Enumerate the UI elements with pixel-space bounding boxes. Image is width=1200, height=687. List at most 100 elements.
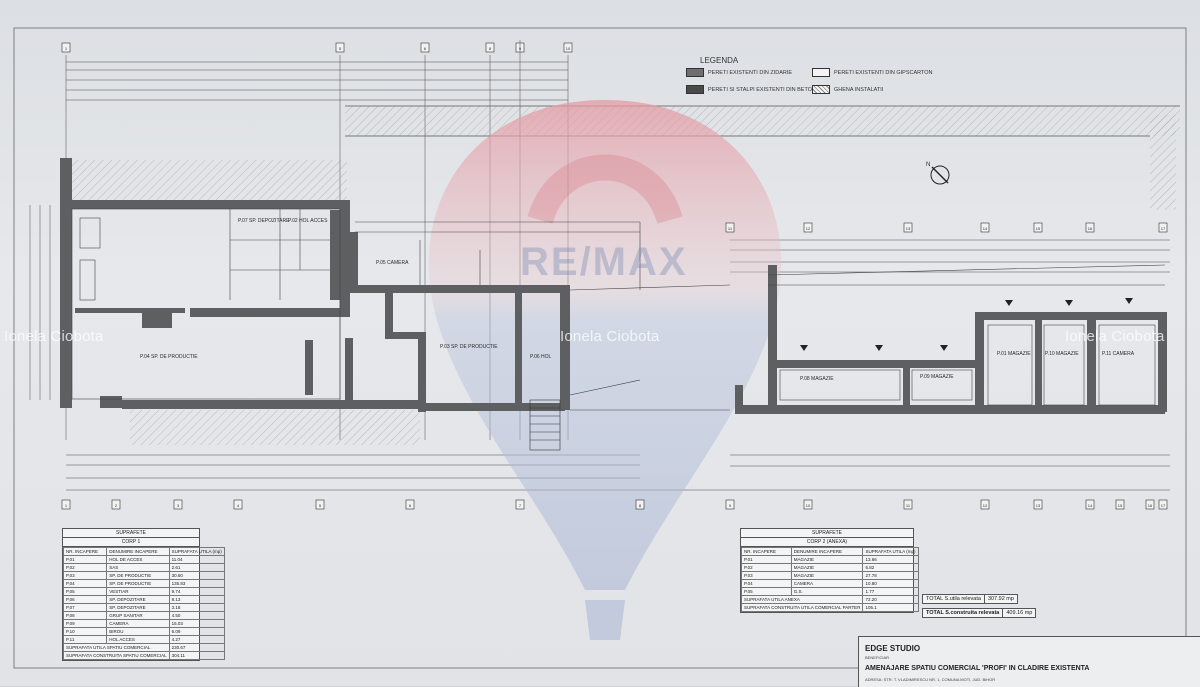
table-cell: MAGAZIE: [790, 571, 864, 580]
legend-item-zidarie: PERETI EXISTENTI DIN ZIDARIE: [686, 68, 792, 77]
axis-bubble: 5: [335, 42, 345, 53]
table-cell: 4.27: [168, 635, 225, 644]
axis-label: 4: [237, 503, 240, 508]
axis-bubble: 13: [1033, 499, 1043, 510]
table-cell: P.05: [62, 587, 108, 596]
table-cell: P.08: [62, 611, 108, 620]
table-cell: 3.18: [168, 603, 225, 612]
axis-bubble: 15: [1115, 499, 1125, 510]
table-cell: P.03: [741, 571, 792, 580]
table-cell: 135.83: [168, 579, 225, 588]
axis-label: 8: [639, 503, 642, 508]
axis-label: 5: [339, 46, 342, 51]
remax-balloon-watermark: [428, 100, 782, 640]
axis-bubble: 13: [903, 222, 913, 233]
room-label-p10: P.10 MAGAZIE: [1045, 351, 1079, 357]
table-cell: SP. DEPOZITARE: [106, 603, 170, 612]
table-cell: P.06: [62, 595, 108, 604]
corp1-interior-lines: [71, 208, 731, 411]
axis-label: 12: [983, 503, 988, 508]
axis-bubble: 4: [233, 499, 243, 510]
total-util-label: SUPRAFATA UTILA ANEXA: [740, 595, 864, 604]
table-cell: BIROU: [106, 627, 170, 636]
project-address: ADRESA: STR. T. VLADIMIRESCU NR. 1, COMU…: [865, 677, 996, 682]
axis-bubble: 1: [61, 499, 71, 510]
watermark-center: Ionela Ciobota: [560, 328, 660, 345]
axis-bubble: 12: [980, 499, 990, 510]
entrance-stairs: [529, 379, 641, 451]
room-label-p07: P.07 SP. DEPOZITARE: [238, 218, 290, 224]
table-total-row: SUPRAFATA UTILA ANEXA 72.20: [740, 595, 919, 604]
axis-label: 17: [1161, 226, 1166, 231]
legend-swatch: [812, 68, 830, 77]
axis-bubble: 7: [515, 499, 525, 510]
table-cell: HOL DE ACCES: [106, 555, 170, 564]
table-cell: P.02: [62, 563, 108, 572]
table-cell: CAMERA: [106, 619, 170, 628]
table-cell: 27.78: [862, 571, 919, 580]
axis-bubble: 8: [485, 42, 495, 53]
neighbour-hatch-right: [1150, 115, 1176, 210]
table-cell: MAGAZIE: [790, 555, 864, 564]
axis-label: 3: [177, 503, 180, 508]
neighbour-hatch-top: [345, 106, 1180, 136]
remax-brand-watermark: RE/MAX: [520, 240, 688, 284]
axis-bubble: 17: [1158, 222, 1168, 233]
table-cell: P.04: [62, 579, 108, 588]
total-constr-value: 105.1: [862, 603, 919, 612]
top-axis-bubbles: 1568910: [61, 42, 573, 53]
table-total-row: SUPRAFATA CONSTRUITA UTILA COMERCIAL PAR…: [740, 603, 919, 612]
axis-bubble: 14: [1085, 499, 1095, 510]
table-header-row: NR. INCAPERE DENUMIRE INCAPERE SUPRAFATA…: [62, 547, 225, 556]
room-label-p02: P.02 HOL ACCES: [288, 218, 328, 224]
axis-label: 10: [806, 503, 811, 508]
legend-title: LEGENDA: [700, 56, 739, 65]
legend-label: PERETI EXISTENTI DIN ZIDARIE: [708, 69, 793, 76]
axis-label: 17: [1161, 503, 1166, 508]
legend-swatch: [686, 85, 704, 94]
table-cell: MAGAZIE: [790, 563, 864, 572]
room-label-p06: P.06 HOL: [530, 354, 552, 360]
table-cell: CAMERA: [790, 579, 864, 588]
corp2-walls: [735, 265, 1167, 414]
axis-label: 15: [1036, 226, 1041, 231]
room-label-p09: P.09 MAGAZIE: [920, 374, 954, 380]
table-cell: P.11: [62, 635, 108, 644]
axis-bubble: 8: [635, 499, 645, 510]
sheet-frame: [13, 27, 1187, 669]
total-constr-label: SUPRAFATA CONSTRUITA SPATIU COMERCIAL: [63, 651, 170, 660]
table-cell: SAS: [106, 563, 170, 572]
total-util-label: SUPRAFATA UTILA SPATIU COMERCIAL: [63, 643, 170, 652]
table-header: SUPRAFATA UTILA (mp): [862, 547, 919, 556]
total-constr-box: TOTAL S.construita relevata 409.16 mp: [922, 608, 1037, 618]
table-cell: 2.61: [168, 563, 225, 572]
table-header: SUPRAFATA UTILA (mp): [168, 547, 225, 556]
axis-bubble: 5: [315, 499, 325, 510]
table-header: DENUMIRE INCAPERE: [790, 547, 864, 556]
neighbour-hatch-bottom: [130, 410, 420, 445]
axis-label: 13: [906, 226, 911, 231]
axis-bubble: 10: [803, 499, 813, 510]
room-label-p03: P.03 SP. DE PRODUCTIE: [440, 344, 498, 350]
axis-label: 11: [906, 503, 911, 508]
axis-bubble: 9: [725, 499, 735, 510]
legend-swatch: [812, 85, 830, 94]
table-cell: G.S.: [790, 587, 864, 596]
table-cell: P.05: [741, 587, 792, 596]
studio-name: EDGE STUDIO: [865, 644, 921, 653]
axis-label: 14: [1088, 503, 1093, 508]
axis-label: 6: [409, 503, 412, 508]
total-util-label: TOTAL S.utila relevata: [923, 595, 985, 603]
table-cell: 8.13: [168, 595, 225, 604]
table-header: NR. INCAPERE: [62, 547, 108, 556]
